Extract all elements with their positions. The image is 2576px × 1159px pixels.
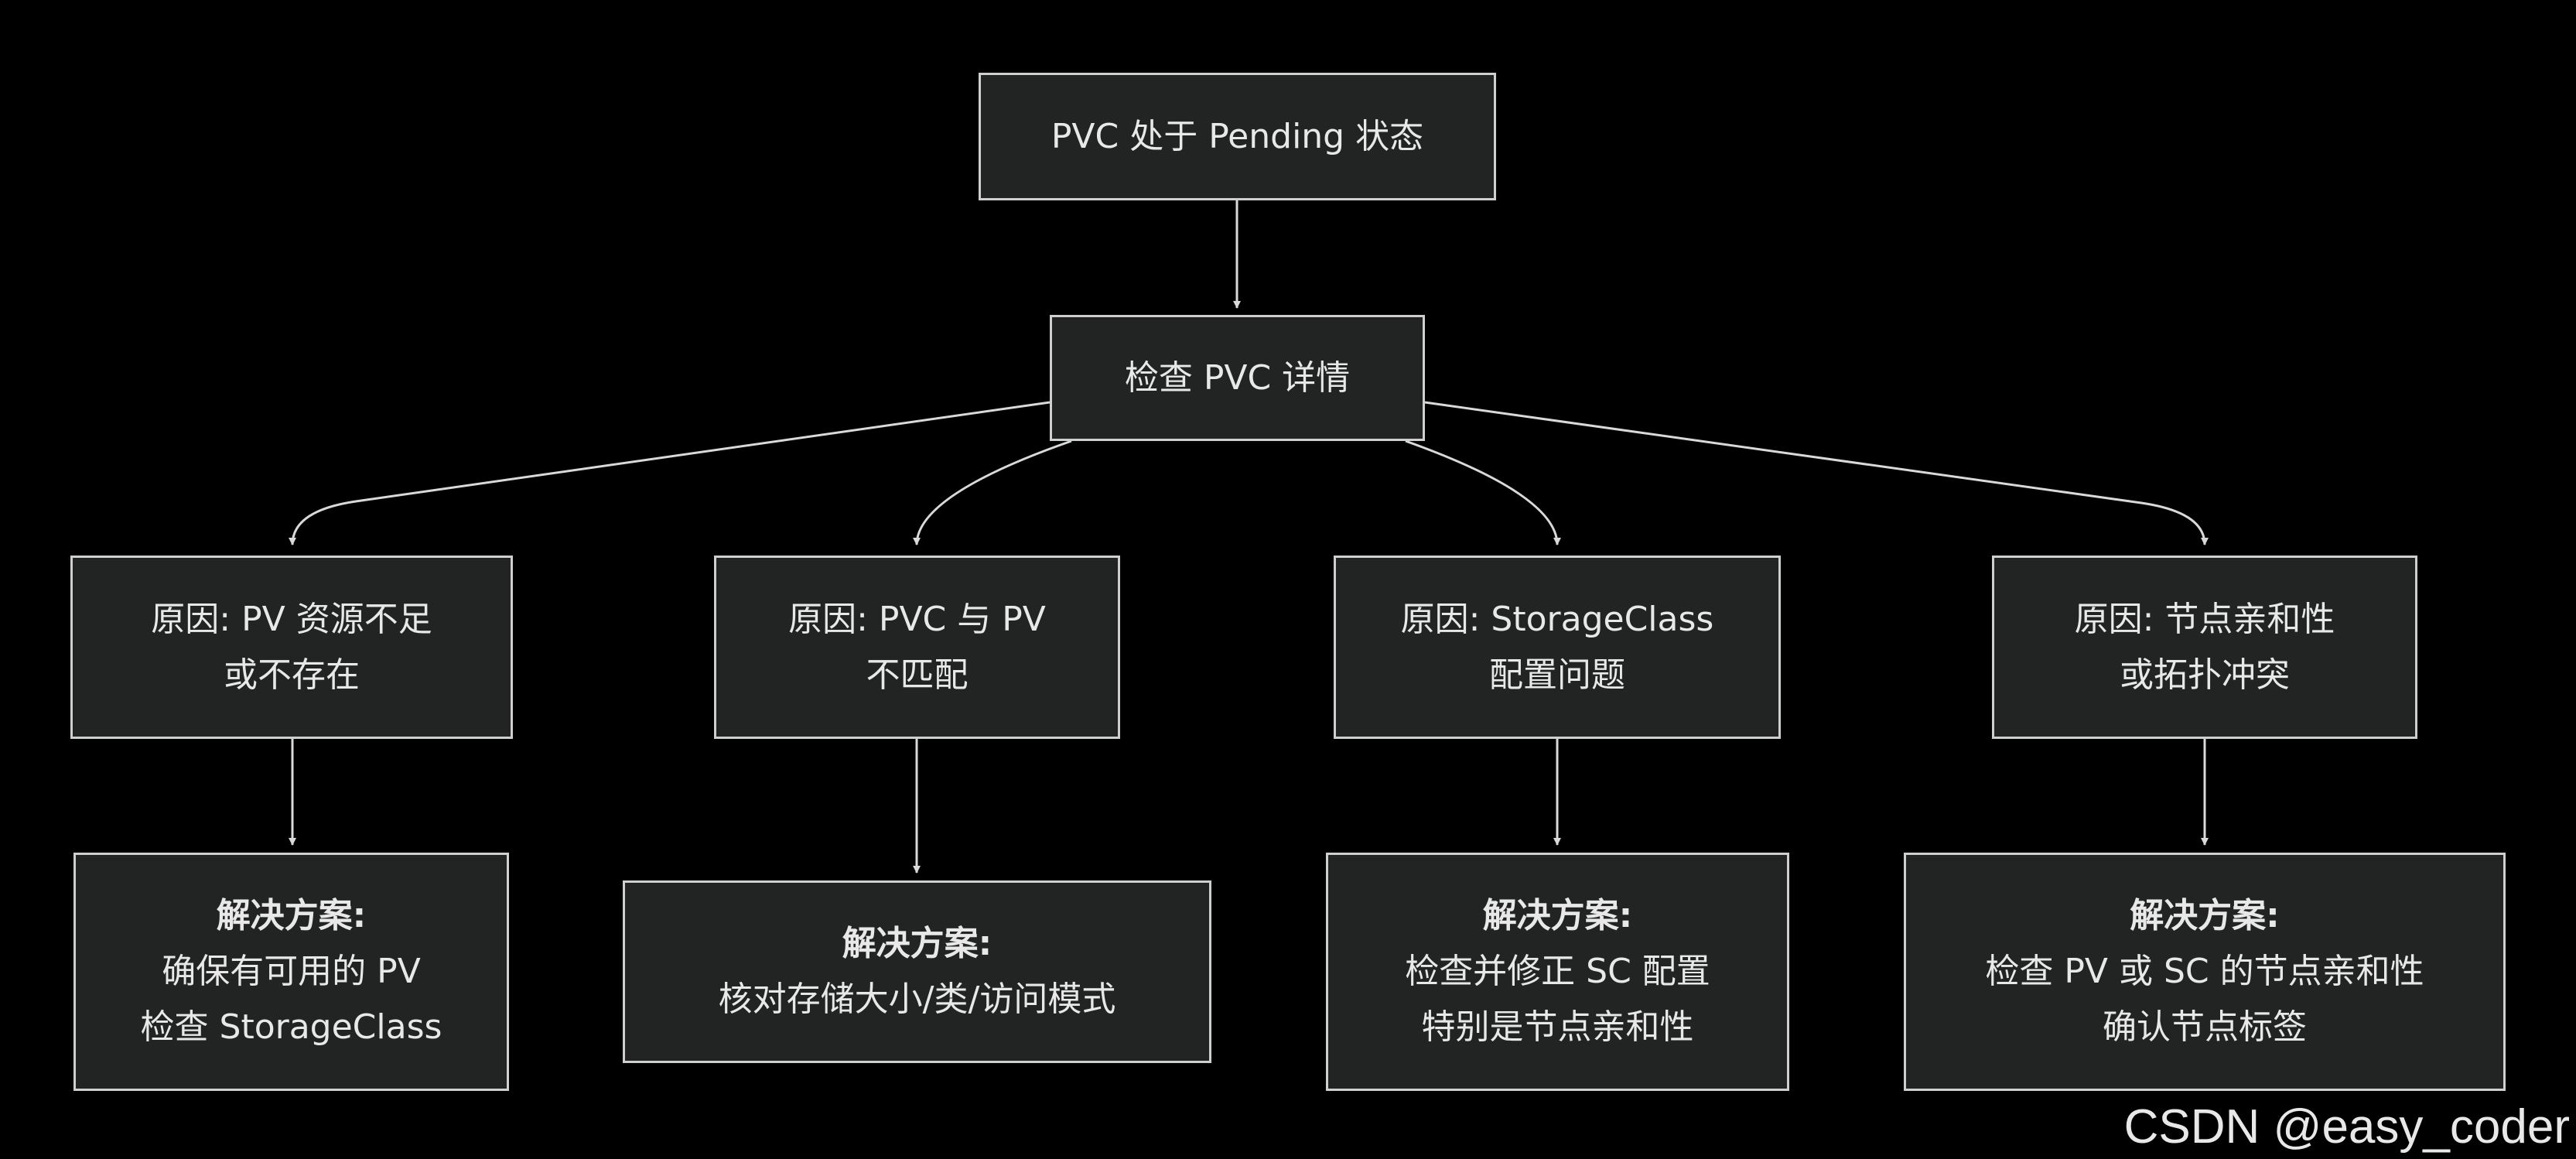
- solution-title: 解决方案:: [1482, 896, 1633, 935]
- node-text: 检查 StorageClass: [140, 1007, 442, 1047]
- node-text: 不匹配: [866, 655, 969, 695]
- node-text: 原因: PV 资源不足: [151, 599, 432, 639]
- node-text: 检查并修正 SC 配置: [1405, 952, 1710, 991]
- node-solution-1: 解决方案: 确保有可用的 PV 检查 StorageClass: [73, 853, 509, 1091]
- node-text: 原因: StorageClass: [1400, 599, 1714, 639]
- node-cause-node-affinity: 原因: 节点亲和性 或拓扑冲突: [1992, 556, 2417, 739]
- edge-check-to-cause1: [289, 401, 1051, 545]
- node-text: 确保有可用的 PV: [162, 952, 421, 991]
- node-text: 原因: PVC 与 PV: [788, 599, 1046, 639]
- node-text: 或拓扑冲突: [2120, 655, 2290, 695]
- watermark: CSDN @easy_coder: [2123, 1100, 2570, 1154]
- node-cause-pv-insufficient: 原因: PV 资源不足 或不存在: [70, 556, 513, 739]
- node-text: 原因: 节点亲和性: [2074, 599, 2335, 639]
- edge-check-to-cause3: [1405, 439, 1561, 545]
- edge-check-to-cause4: [1424, 401, 2209, 545]
- node-text: 确认节点标签: [2103, 1007, 2307, 1047]
- node-solution-4: 解决方案: 检查 PV 或 SC 的节点亲和性 确认节点标签: [1904, 853, 2506, 1091]
- node-text: 检查 PVC 详情: [1124, 357, 1351, 398]
- node-cause-storageclass: 原因: StorageClass 配置问题: [1334, 556, 1781, 739]
- node-solution-3: 解决方案: 检查并修正 SC 配置 特别是节点亲和性: [1326, 853, 1789, 1091]
- solution-title: 解决方案:: [2130, 896, 2280, 935]
- edge-check-to-cause2: [913, 439, 1072, 545]
- node-cause-pvc-pv-mismatch: 原因: PVC 与 PV 不匹配: [714, 556, 1120, 739]
- node-text: PVC 处于 Pending 状态: [1051, 116, 1424, 156]
- solution-title: 解决方案:: [842, 924, 992, 963]
- node-text: 核对存储大小/类/访问模式: [718, 980, 1116, 1019]
- node-text: 特别是节点亲和性: [1421, 1007, 1694, 1047]
- node-check-pvc-details: 检查 PVC 详情: [1050, 315, 1425, 441]
- node-text: 或不存在: [224, 655, 360, 695]
- node-solution-2: 解决方案: 核对存储大小/类/访问模式: [623, 880, 1211, 1063]
- node-text: 检查 PV 或 SC 的节点亲和性: [1985, 952, 2424, 991]
- solution-title: 解决方案:: [216, 896, 367, 935]
- node-text: 配置问题: [1489, 655, 1625, 695]
- node-pvc-pending: PVC 处于 Pending 状态: [979, 73, 1496, 200]
